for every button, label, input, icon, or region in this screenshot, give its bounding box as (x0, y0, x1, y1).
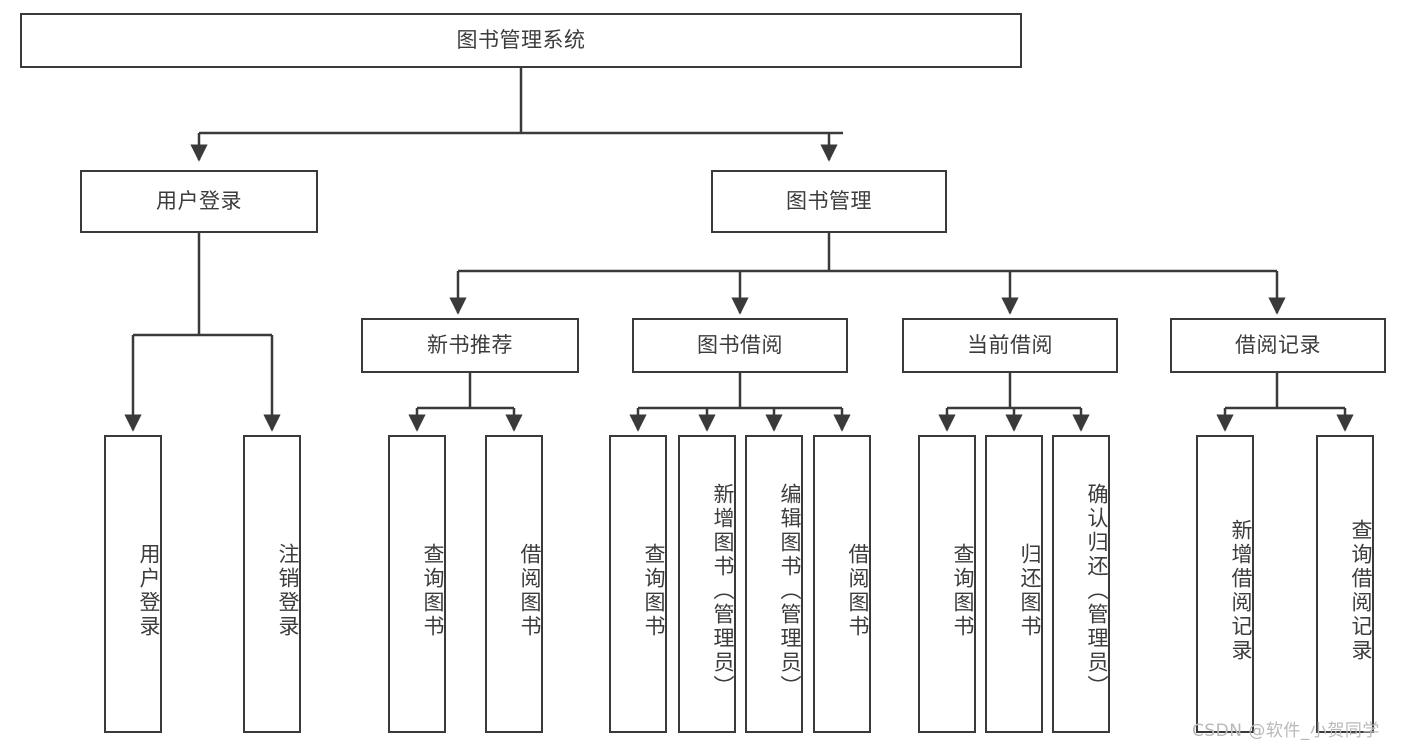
node-label: 当前借阅 (967, 332, 1053, 357)
node-label: 归还图书 (1018, 543, 1042, 639)
leaf-query-book-recommend[interactable]: 查询图书 (388, 435, 446, 733)
node-current-borrow[interactable]: 当前借阅 (902, 318, 1118, 373)
leaf-user-login[interactable]: 用户登录 (104, 435, 162, 733)
node-label: 图书管理 (786, 188, 872, 213)
node-label: 查询图书 (642, 543, 666, 639)
node-label: 图书管理系统 (456, 27, 586, 52)
leaf-edit-book-admin[interactable]: 编辑图书（管理员） (745, 435, 803, 733)
watermark-text: CSDN @软件_小贺同学 (1192, 721, 1380, 741)
node-label: 确认归还（管理员） (1085, 483, 1109, 699)
node-label: 借阅图书 (846, 543, 870, 639)
node-label: 新增借阅记录 (1229, 519, 1253, 663)
node-label: 借阅图书 (518, 543, 542, 639)
node-borrow-record[interactable]: 借阅记录 (1170, 318, 1386, 373)
node-label: 注销登录 (276, 543, 300, 639)
node-label: 用户登录 (137, 543, 161, 639)
leaf-borrow-book[interactable]: 借阅图书 (813, 435, 871, 733)
leaf-query-book-current[interactable]: 查询图书 (918, 435, 976, 733)
leaf-confirm-return-admin[interactable]: 确认归还（管理员） (1052, 435, 1110, 733)
node-label: 用户登录 (156, 188, 242, 213)
node-book-borrow[interactable]: 图书借阅 (632, 318, 848, 373)
node-label: 新增图书（管理员） (711, 483, 735, 699)
node-label: 查询图书 (421, 543, 445, 639)
node-book-management[interactable]: 图书管理 (711, 170, 947, 233)
node-user-login[interactable]: 用户登录 (80, 170, 318, 233)
leaf-add-borrow-record[interactable]: 新增借阅记录 (1196, 435, 1254, 733)
node-label: 查询图书 (951, 543, 975, 639)
leaf-query-book-borrow[interactable]: 查询图书 (609, 435, 667, 733)
leaf-return-book[interactable]: 归还图书 (985, 435, 1043, 733)
leaf-logout-login[interactable]: 注销登录 (243, 435, 301, 733)
node-root-system[interactable]: 图书管理系统 (20, 13, 1022, 68)
node-label: 编辑图书（管理员） (778, 483, 802, 699)
node-label: 查询借阅记录 (1349, 519, 1373, 663)
node-label: 借阅记录 (1235, 332, 1321, 357)
node-label: 新书推荐 (427, 332, 513, 357)
leaf-query-borrow-record[interactable]: 查询借阅记录 (1316, 435, 1374, 733)
leaf-add-book-admin[interactable]: 新增图书（管理员） (678, 435, 736, 733)
node-new-book-recommend[interactable]: 新书推荐 (361, 318, 579, 373)
node-label: 图书借阅 (697, 332, 783, 357)
leaf-borrow-book-recommend[interactable]: 借阅图书 (485, 435, 543, 733)
